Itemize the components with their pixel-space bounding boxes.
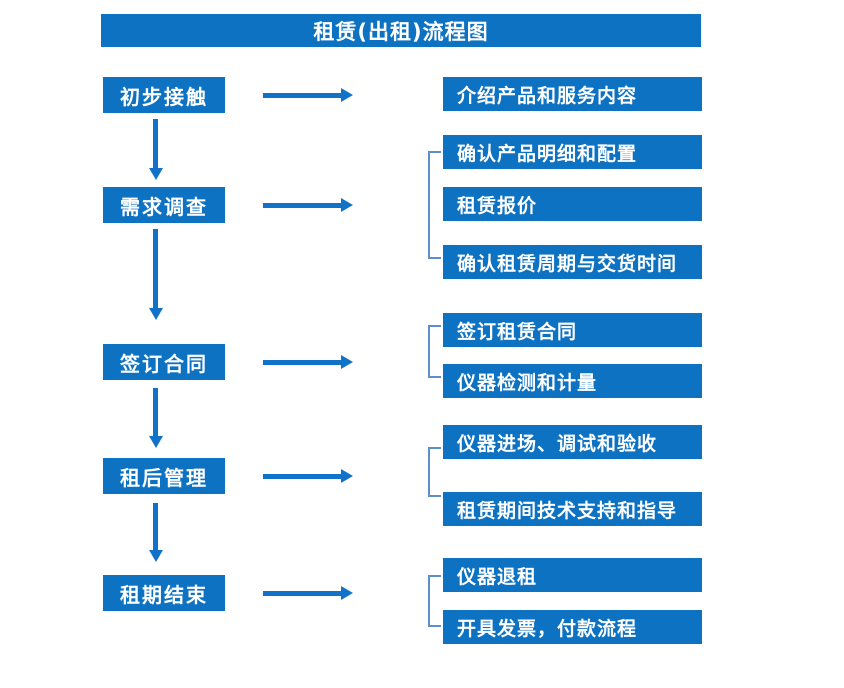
- arrow-head: [341, 355, 353, 369]
- output-box-rental-quote: 租赁报价: [443, 187, 702, 221]
- right-arrow-icon: [263, 355, 353, 369]
- arrow-head: [149, 168, 163, 180]
- arrow-shaft: [263, 591, 341, 596]
- output-box-sign-rental-contract: 签订租赁合同: [443, 313, 702, 347]
- arrow-shaft: [153, 503, 158, 550]
- output-box-introduce-products: 介绍产品和服务内容: [443, 77, 702, 111]
- flowchart-title: 租赁(出租)流程图: [101, 14, 701, 47]
- arrow-head: [149, 308, 163, 320]
- stage-box-rental-end: 租期结束: [103, 575, 225, 611]
- arrow-shaft: [263, 203, 341, 208]
- right-arrow-icon: [263, 586, 353, 600]
- stage-box-initial-contact: 初步接触: [103, 77, 225, 113]
- output-box-instrument-testing: 仪器检测和计量: [443, 364, 702, 398]
- right-arrow-icon: [263, 198, 353, 212]
- stage-box-demand-survey: 需求调查: [103, 187, 225, 223]
- output-box-technical-support: 租赁期间技术支持和指导: [443, 492, 702, 526]
- arrow-head: [149, 436, 163, 448]
- output-box-confirm-period-delivery: 确认租赁周期与交货时间: [443, 245, 702, 279]
- arrow-shaft: [263, 474, 341, 479]
- stage-box-sign-contract: 签订合同: [103, 344, 225, 380]
- arrow-head: [341, 88, 353, 102]
- arrow-head: [341, 586, 353, 600]
- arrow-shaft: [153, 229, 158, 308]
- output-box-invoice-payment: 开具发票，付款流程: [443, 610, 702, 644]
- bracket-post-rental-group: [428, 447, 441, 497]
- right-arrow-icon: [263, 88, 353, 102]
- output-box-instrument-setup-acceptance: 仪器进场、调试和验收: [443, 425, 702, 459]
- bracket-rental-end-group: [428, 575, 441, 627]
- arrow-head: [341, 198, 353, 212]
- right-arrow-icon: [263, 469, 353, 483]
- arrow-head: [341, 469, 353, 483]
- bracket-sign-contract-group: [428, 325, 441, 378]
- arrow-head: [149, 550, 163, 562]
- output-box-instrument-return: 仪器退租: [443, 558, 702, 592]
- arrow-shaft: [153, 388, 158, 436]
- arrow-shaft: [263, 360, 341, 365]
- stage-box-post-rental-management: 租后管理: [103, 458, 225, 494]
- arrow-shaft: [263, 93, 341, 98]
- arrow-shaft: [153, 119, 158, 168]
- bracket-demand-survey-group: [428, 151, 441, 259]
- output-box-confirm-product-details: 确认产品明细和配置: [443, 135, 702, 169]
